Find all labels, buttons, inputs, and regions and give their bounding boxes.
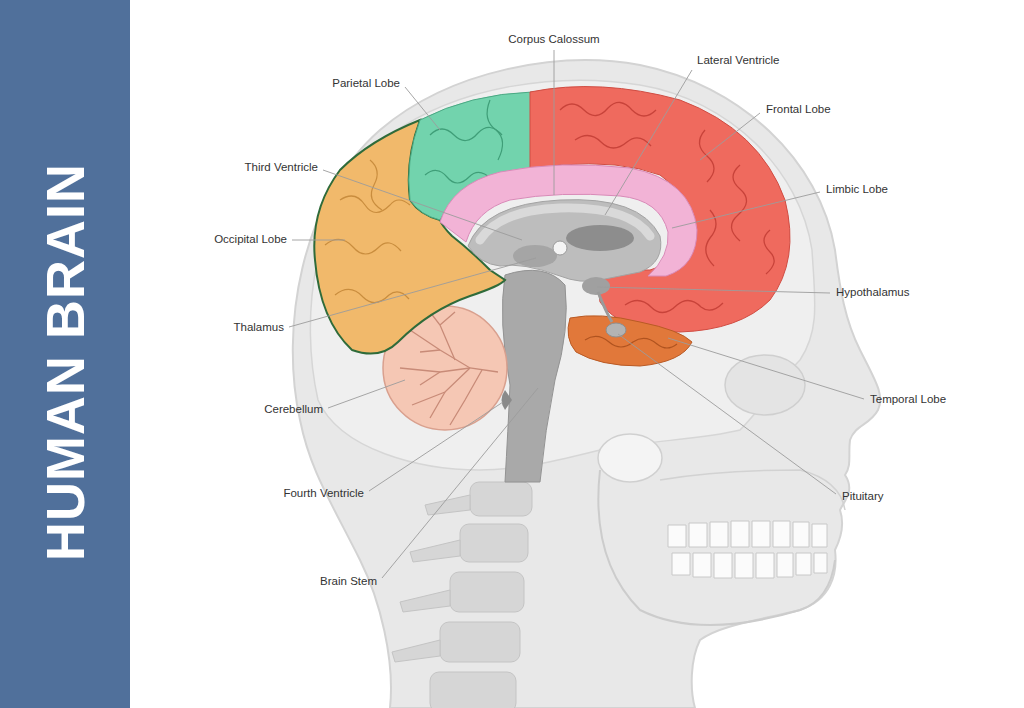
- third-ventricle: [553, 241, 567, 255]
- hypothalamus: [582, 277, 610, 295]
- parietal-gyri: [425, 100, 511, 184]
- lateral-ventricle: [566, 225, 634, 251]
- part-label: Parietal Lobe: [332, 77, 400, 90]
- part-label: Temporal Lobe: [870, 393, 946, 406]
- leader-line: [618, 334, 836, 494]
- temporal-lobe: [568, 316, 692, 366]
- pituitary-stalk: [598, 292, 612, 322]
- head-silhouette: [293, 60, 880, 708]
- leader-lines: [289, 50, 864, 578]
- part-label: Brain Stem: [320, 575, 377, 588]
- spinous-process: [392, 495, 470, 662]
- leader-line: [405, 87, 440, 130]
- leader-line: [323, 170, 522, 240]
- vertebra: [450, 572, 524, 612]
- part-label: Corpus Calossum: [508, 33, 599, 46]
- leader-line: [328, 380, 405, 408]
- leader-line: [597, 287, 830, 293]
- leader-line: [668, 338, 864, 399]
- arbor-vitae: [400, 312, 498, 425]
- part-label: Lateral Ventricle: [697, 54, 779, 67]
- occipital-gyri: [325, 160, 410, 303]
- leader-line: [292, 240, 345, 241]
- skull-cranium: [310, 80, 814, 470]
- teeth: [668, 521, 827, 578]
- part-label: Third Ventricle: [244, 161, 318, 174]
- title-bar: [0, 0, 130, 708]
- pituitary: [606, 323, 626, 337]
- leader-line: [672, 192, 820, 228]
- vertebra: [440, 622, 520, 662]
- spine: [392, 482, 532, 708]
- maxilla: [660, 470, 845, 510]
- part-label: Occipital Lobe: [214, 233, 287, 246]
- part-label: Thalamus: [234, 321, 285, 334]
- title-text: HUMAN BRAIN: [38, 163, 92, 561]
- vertebra: [430, 672, 516, 708]
- part-label: Frontal Lobe: [766, 103, 831, 116]
- part-label: Pituitary: [842, 490, 884, 503]
- leader-line: [382, 388, 538, 578]
- part-label: Hypothalamus: [836, 286, 910, 299]
- part-label: Fourth Ventricle: [283, 487, 364, 500]
- part-label: Cerebellum: [264, 403, 323, 416]
- cheekbone: [598, 434, 662, 482]
- leader-line: [605, 70, 692, 215]
- leader-line: [289, 258, 536, 327]
- jaw-bone: [598, 470, 835, 625]
- leader-line: [554, 50, 555, 195]
- vertebra: [470, 482, 532, 516]
- eye-orbit: [725, 355, 805, 415]
- fourth-ventricle: [502, 390, 513, 410]
- part-label: Limbic Lobe: [826, 183, 888, 196]
- temporal-gyri: [585, 336, 677, 348]
- leader-line: [700, 113, 760, 160]
- leader-line: [369, 402, 503, 491]
- thalamus: [513, 245, 557, 267]
- brain-stem: [502, 270, 566, 482]
- vertebra: [460, 524, 528, 562]
